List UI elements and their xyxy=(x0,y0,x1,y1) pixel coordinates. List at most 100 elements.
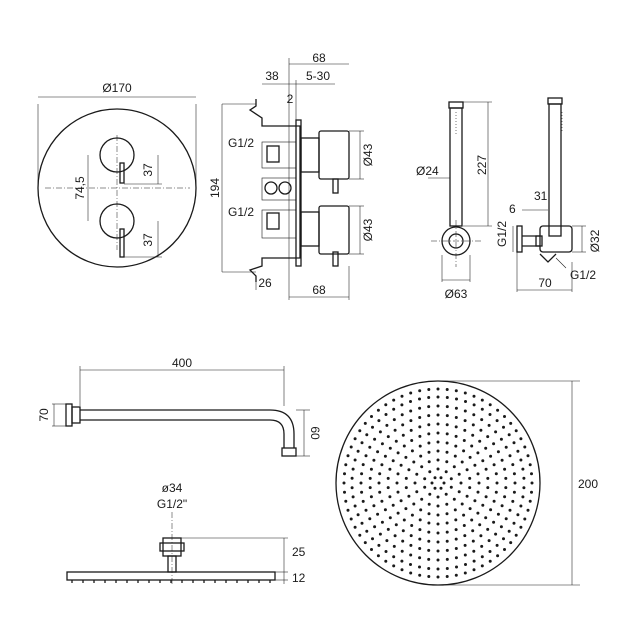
arm-length-label: 400 xyxy=(172,356,192,370)
nozzle-hole xyxy=(395,481,399,485)
nozzle-hole xyxy=(454,434,458,438)
nozzle-hole xyxy=(496,450,500,454)
nozzle-hole xyxy=(454,537,458,541)
nozzle-hole xyxy=(364,454,368,458)
nozzle-hole xyxy=(512,441,516,445)
length-label: 227 xyxy=(475,155,489,175)
nozzle-hole xyxy=(522,486,526,490)
nozzle-hole xyxy=(486,476,490,480)
small-dim-label: 6 xyxy=(509,202,516,216)
nozzle-hole xyxy=(479,534,483,538)
bottom-left-label: 26 xyxy=(258,276,272,290)
nozzle-hole xyxy=(371,425,374,429)
connector-dia-label: ø34 xyxy=(162,481,183,495)
nozzle-hole xyxy=(499,437,503,441)
nozzle-hole xyxy=(492,442,496,446)
nozzle-hole xyxy=(404,507,408,511)
nozzle-hole xyxy=(480,418,484,422)
nozzle-hole xyxy=(445,512,449,516)
nozzle-hole xyxy=(368,476,372,480)
nozzle-hole xyxy=(479,428,483,432)
lower-valve-body xyxy=(261,209,297,239)
nozzle-hole xyxy=(400,413,404,417)
nozzle-hole xyxy=(386,486,390,490)
nozzle-hole xyxy=(470,444,474,448)
nozzle-hole xyxy=(457,490,461,494)
upper-handle-knob xyxy=(99,137,135,173)
nozzle-hole xyxy=(530,490,533,494)
nozzle-hole xyxy=(516,449,520,453)
nozzle-hole xyxy=(363,421,367,425)
nozzle-hole xyxy=(384,559,388,563)
nozzle-hole xyxy=(392,555,396,559)
nozzle-hole xyxy=(436,549,440,553)
nozzle-hole xyxy=(504,517,508,521)
nozzle-hole xyxy=(436,395,440,399)
nozzle-hole xyxy=(418,518,422,522)
valve-side-view: G1/2 G1/2 68 38 5-30 2 194 Ø43 Ø43 26 68 xyxy=(208,51,375,300)
nozzle-hole xyxy=(404,455,408,459)
nozzle-hole xyxy=(463,419,467,423)
nozzle-hole xyxy=(454,556,458,560)
nozzle-hole xyxy=(427,548,431,552)
lower-port-label: G1/2 xyxy=(228,205,254,219)
arm-tube-bottom xyxy=(80,419,285,448)
port-label: G1/2 xyxy=(495,221,509,247)
nozzle-hole xyxy=(523,445,527,449)
height-label: 194 xyxy=(208,178,222,198)
nozzle-hole xyxy=(488,413,492,416)
nozzle-hole xyxy=(388,467,392,471)
nozzle-hole xyxy=(391,503,395,507)
holder-bar xyxy=(548,103,562,237)
nozzle-hole xyxy=(436,495,440,499)
hand-shower-head-cap xyxy=(448,101,464,109)
nozzle-hole xyxy=(480,407,484,411)
nozzle-hole xyxy=(409,409,413,413)
nozzle-hole xyxy=(526,508,530,512)
nozzle-hole xyxy=(419,508,423,512)
arm-collar xyxy=(71,406,81,424)
upper-handle-body xyxy=(318,130,350,180)
nozzle-hole xyxy=(445,548,449,552)
lower-cartridge xyxy=(300,211,320,247)
nozzle-hole xyxy=(383,508,387,512)
nozzle-hole xyxy=(396,451,400,455)
nozzle-hole xyxy=(409,571,413,575)
nozzle-hole xyxy=(487,423,491,427)
upper-port-label: G1/2 xyxy=(228,136,254,150)
nozzle-hole xyxy=(463,534,467,538)
upper-dia-label: Ø43 xyxy=(361,143,375,166)
nozzle-hole xyxy=(418,444,422,448)
nozzle-hole xyxy=(349,517,353,521)
nozzle-hole xyxy=(463,409,467,413)
center-nut-left xyxy=(264,181,278,195)
nozzle-hole xyxy=(439,486,443,490)
nozzle-hole xyxy=(371,537,374,541)
top-left-label: 38 xyxy=(265,69,279,83)
nozzle-hole xyxy=(418,556,422,560)
nozzle-hole xyxy=(445,539,449,543)
nozzle-hole xyxy=(522,476,526,480)
nozzle-hole xyxy=(388,495,392,499)
nozzle-hole xyxy=(378,430,382,434)
nozzle-hole xyxy=(445,450,449,454)
nozzle-hole xyxy=(409,428,413,432)
holder-outlet-nozzle xyxy=(539,253,557,263)
nozzle-hole xyxy=(400,559,404,563)
nozzle-hole xyxy=(454,425,458,429)
nozzle-hole xyxy=(359,481,363,485)
nozzle-hole xyxy=(428,492,432,496)
nozzle-hole xyxy=(465,468,469,472)
nozzle-hole xyxy=(353,437,357,441)
nozzle-hole xyxy=(370,548,373,551)
nozzle-hole xyxy=(514,429,518,433)
nozzle-hole xyxy=(494,472,498,476)
nozzle-hole xyxy=(350,476,354,480)
nozzle-hole xyxy=(436,449,440,453)
nozzle-hole xyxy=(484,516,488,520)
nozzle-hole xyxy=(512,472,516,476)
nozzle-hole xyxy=(353,458,357,462)
nozzle-hole xyxy=(463,571,467,575)
nozzle-hole xyxy=(402,444,406,448)
